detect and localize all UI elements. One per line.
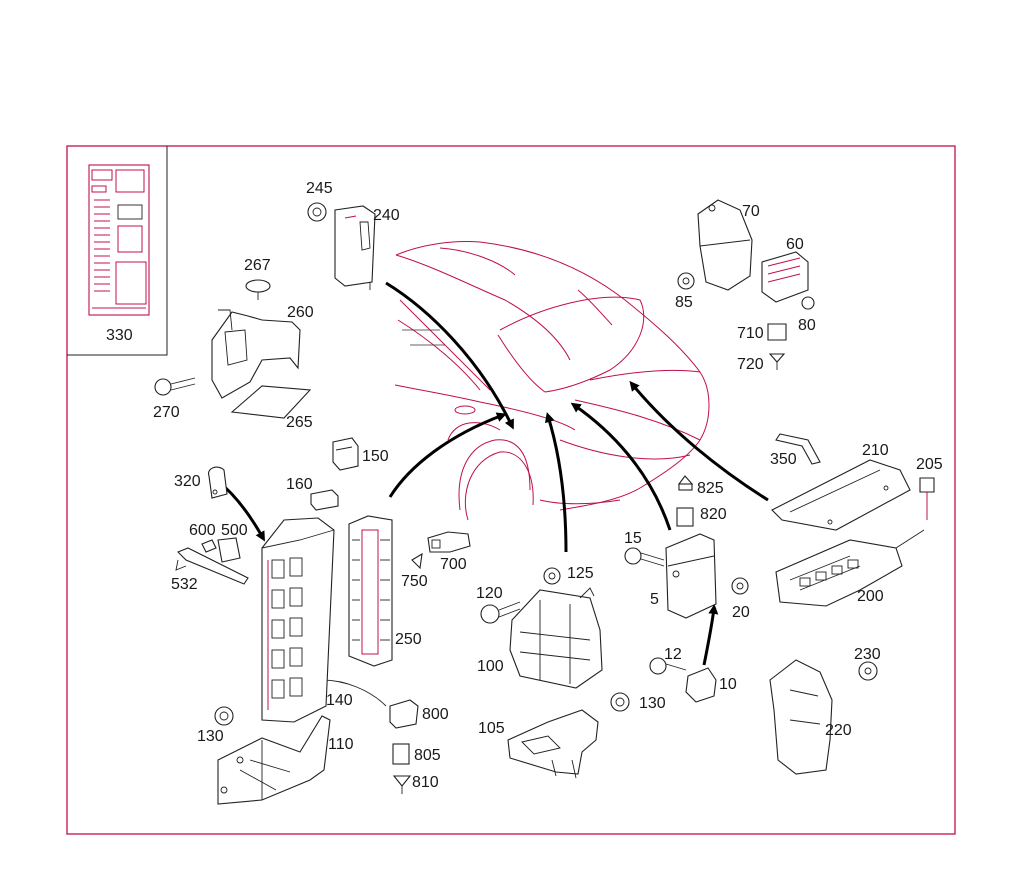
label-140: 140 <box>326 692 353 709</box>
assembly-arrows <box>218 281 769 707</box>
part-700-connector[interactable] <box>427 531 471 553</box>
label-120: 120 <box>476 585 503 602</box>
vehicle-outline <box>394 241 710 521</box>
label-80: 80 <box>798 317 816 334</box>
label-720: 720 <box>737 356 764 373</box>
part-532-cable-tie[interactable] <box>175 547 249 585</box>
part-120-bolt[interactable] <box>480 601 521 624</box>
label-500: 500 <box>221 522 248 539</box>
label-250: 250 <box>395 631 422 648</box>
label-230: 230 <box>854 646 881 663</box>
part-750-clip[interactable] <box>411 552 423 570</box>
part-600-connector[interactable] <box>201 539 217 553</box>
part-80-grommet[interactable] <box>801 296 815 310</box>
part-20-nut[interactable] <box>731 577 749 595</box>
part-220-bracket[interactable] <box>769 659 833 775</box>
label-200: 200 <box>857 588 884 605</box>
label-210: 210 <box>862 442 889 459</box>
diagram-frame <box>66 145 956 835</box>
label-5: 5 <box>650 591 659 608</box>
part-500-plug[interactable] <box>217 537 241 563</box>
part-150-relay[interactable] <box>332 437 359 471</box>
label-700: 700 <box>440 556 467 573</box>
part-15-bolt[interactable] <box>624 547 665 567</box>
part-805-fuse[interactable] <box>392 743 410 765</box>
part-60-control-unit[interactable] <box>761 251 809 303</box>
label-240: 240 <box>373 207 400 224</box>
label-750: 750 <box>401 573 428 590</box>
label-810: 810 <box>412 774 439 791</box>
part-12-screw[interactable] <box>649 657 687 675</box>
label-350: 350 <box>770 451 797 468</box>
part-230-nut[interactable] <box>858 661 878 681</box>
label-85: 85 <box>675 294 693 311</box>
part-70-module[interactable] <box>697 199 753 291</box>
label-12: 12 <box>664 646 682 663</box>
part-330-label-sticker[interactable] <box>88 164 150 316</box>
part-130-nut-right[interactable] <box>610 692 630 712</box>
label-820: 820 <box>700 506 727 523</box>
label-245: 245 <box>306 180 333 197</box>
label-20: 20 <box>732 604 750 621</box>
label-320: 320 <box>174 473 201 490</box>
label-532: 532 <box>171 576 198 593</box>
part-85-grommet[interactable] <box>677 272 695 290</box>
label-130-right: 130 <box>639 695 666 712</box>
part-260-bracket[interactable] <box>211 309 301 399</box>
part-265-pad[interactable] <box>230 385 312 419</box>
part-720-pin[interactable] <box>768 353 786 370</box>
part-245-nut[interactable] <box>307 202 327 222</box>
part-250-module[interactable] <box>348 515 393 667</box>
label-265: 265 <box>286 414 313 431</box>
label-160: 160 <box>286 476 313 493</box>
part-140-fuse-box[interactable] <box>261 517 335 723</box>
label-105: 105 <box>478 720 505 737</box>
part-820-fuse[interactable] <box>676 507 694 527</box>
part-240-module[interactable] <box>334 205 376 290</box>
label-10: 10 <box>719 676 737 693</box>
part-130-nut-left[interactable] <box>214 706 234 726</box>
label-805: 805 <box>414 747 441 764</box>
label-270: 270 <box>153 404 180 421</box>
label-205: 205 <box>916 456 943 473</box>
part-825-pin[interactable] <box>677 475 694 491</box>
part-320-holder[interactable] <box>207 466 228 499</box>
label-825: 825 <box>697 480 724 497</box>
part-105-plate[interactable] <box>507 709 599 779</box>
label-600: 600 <box>189 522 216 539</box>
label-330: 330 <box>106 327 133 344</box>
part-100-bracket[interactable] <box>509 587 603 689</box>
part-labels: 245 240 267 260 330 270 265 150 320 160 … <box>106 180 943 791</box>
label-330-inset-box <box>67 146 168 356</box>
label-15: 15 <box>624 530 642 547</box>
label-710: 710 <box>737 325 764 342</box>
part-160-fuse[interactable] <box>310 489 339 511</box>
label-125: 125 <box>567 565 594 582</box>
label-70: 70 <box>742 203 760 220</box>
label-220: 220 <box>825 722 852 739</box>
part-10-bracket[interactable] <box>685 667 717 703</box>
label-800: 800 <box>422 706 449 723</box>
label-267: 267 <box>244 257 271 274</box>
part-5-control-unit[interactable] <box>665 533 717 619</box>
part-210-cover[interactable] <box>771 459 911 531</box>
label-150: 150 <box>362 448 389 465</box>
label-260: 260 <box>287 304 314 321</box>
label-100: 100 <box>477 658 504 675</box>
part-710-relay[interactable] <box>767 323 787 341</box>
part-110-bracket[interactable] <box>217 715 331 805</box>
part-270-bolt[interactable] <box>154 377 196 396</box>
part-800-relay[interactable] <box>389 699 419 729</box>
part-810-pin[interactable] <box>392 775 412 794</box>
part-200-fuse-box[interactable] <box>775 529 925 607</box>
part-267-clip[interactable] <box>245 279 271 300</box>
part-205-bolt[interactable] <box>919 477 935 520</box>
label-60: 60 <box>786 236 804 253</box>
label-130-left: 130 <box>197 728 224 745</box>
label-110: 110 <box>328 736 354 753</box>
part-125-washer[interactable] <box>543 567 561 585</box>
part-350-strap[interactable] <box>775 433 821 465</box>
